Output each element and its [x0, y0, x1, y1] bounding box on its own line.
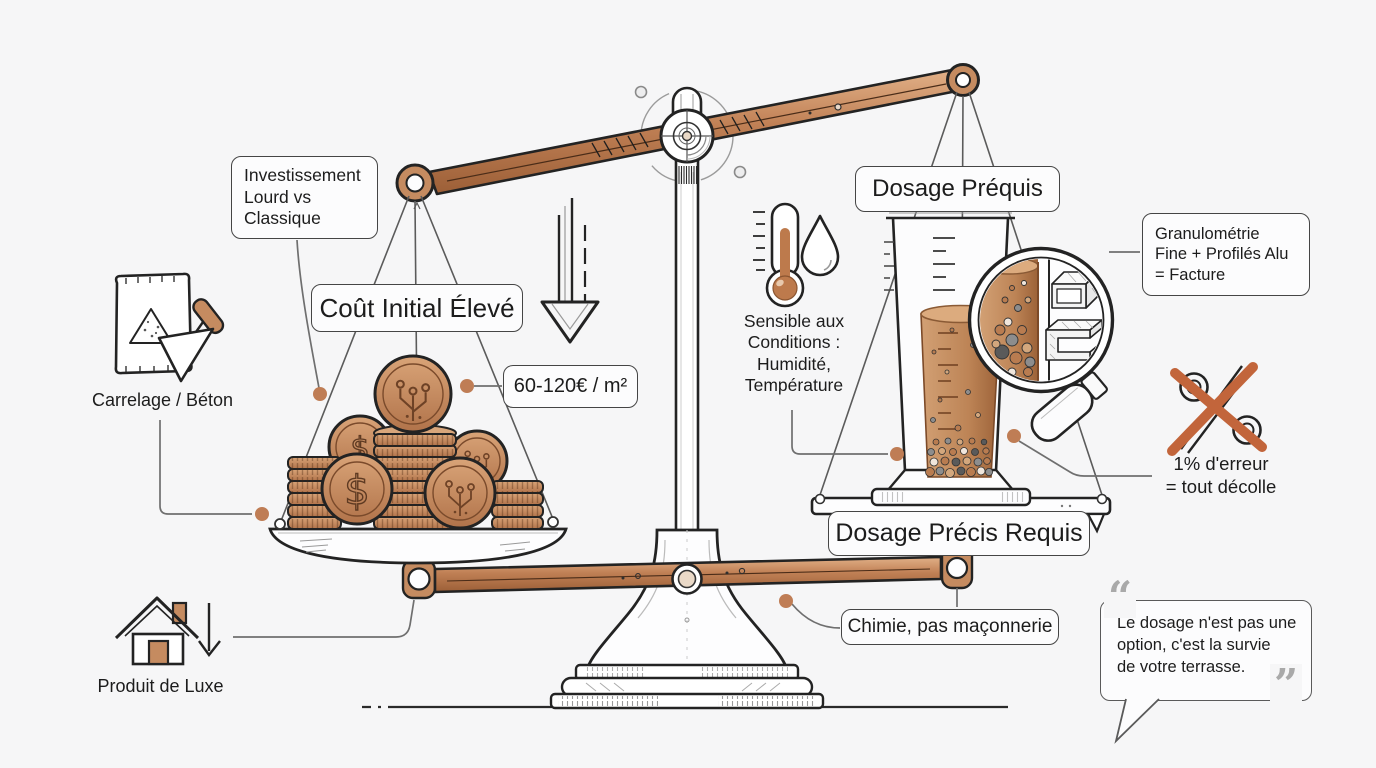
leader-lines — [159, 239, 1152, 638]
chemistry-label: Chimie, pas maçonnerie — [847, 616, 1053, 638]
initial-cost-label: Coût Initial Élevé — [319, 292, 515, 323]
quote-line: option, c'est la survie — [1117, 635, 1271, 654]
tile-concrete-label: Carrelage / Béton — [91, 390, 234, 410]
price-label: 60-120€ / m² — [513, 375, 628, 397]
thermometer-icon — [753, 202, 805, 308]
leader-dots — [255, 379, 1021, 608]
open-quote-icon: “ — [1104, 576, 1137, 618]
granulometry-line: Fine + Profilés Alu — [1155, 245, 1289, 264]
price-box: 60-120€ / m² — [503, 365, 638, 408]
magnifying-glass-icon — [967, 246, 1115, 442]
house-icon — [114, 596, 200, 666]
big-down-arrow-icon — [540, 198, 600, 344]
granulometry-box: Granulométrie Fine + Profilés Alu = Fact… — [1142, 213, 1310, 296]
dosage-top-box: Dosage Préquis — [855, 166, 1060, 212]
conditions-label: Sensible aux Conditions : Humidité, Temp… — [743, 311, 845, 396]
coin-dollar-front: $ — [320, 452, 394, 526]
trowel-icon — [157, 298, 225, 383]
quote-line: Le dosage n'est pas une — [1117, 614, 1297, 632]
small-down-arrow-icon — [198, 603, 221, 658]
investment-line: Classique — [244, 208, 321, 229]
svg-text:$: $ — [344, 468, 369, 514]
pedestal-base — [549, 528, 825, 710]
investment-line: Investissement — [244, 164, 361, 185]
dosage-top-label: Dosage Préquis — [872, 175, 1043, 202]
coin-circuit-front — [423, 456, 497, 530]
close-quote-icon: ” — [1270, 664, 1303, 706]
granulometry-line: Granulométrie — [1155, 224, 1260, 243]
coin-pile: $ — [287, 354, 544, 530]
investment-line: Lourd vs — [244, 186, 312, 207]
left-pan — [268, 516, 568, 565]
investment-box: Investissement Lourd vs Classique — [231, 156, 378, 239]
percent-crossed-icon — [1167, 362, 1267, 456]
coin-circuit-top — [373, 354, 453, 434]
chemistry-box: Chimie, pas maçonnerie — [841, 609, 1059, 645]
initial-cost-box: Coût Initial Élevé — [311, 284, 523, 332]
quote-bubble: Le dosage n'est pas une option, c'est la… — [1100, 600, 1312, 701]
error-rate-label: 1% d'erreur = tout décolle — [1165, 453, 1277, 498]
pivot-hub — [659, 108, 715, 164]
coin-stack-right — [491, 480, 544, 530]
water-drop-icon — [800, 214, 840, 277]
magnified-granules — [991, 280, 1036, 377]
magnifier-handle — [1030, 371, 1108, 442]
luxury-product-label: Produit de Luxe — [97, 676, 224, 696]
dosage-precise-label: Dosage Précis Requis — [835, 518, 1083, 547]
cylinder-granules — [925, 327, 994, 478]
granulometry-line: = Facture — [1155, 265, 1226, 284]
dosage-precise-box: Dosage Précis Requis — [828, 511, 1090, 556]
quote-line: de votre terrasse. — [1117, 657, 1246, 676]
